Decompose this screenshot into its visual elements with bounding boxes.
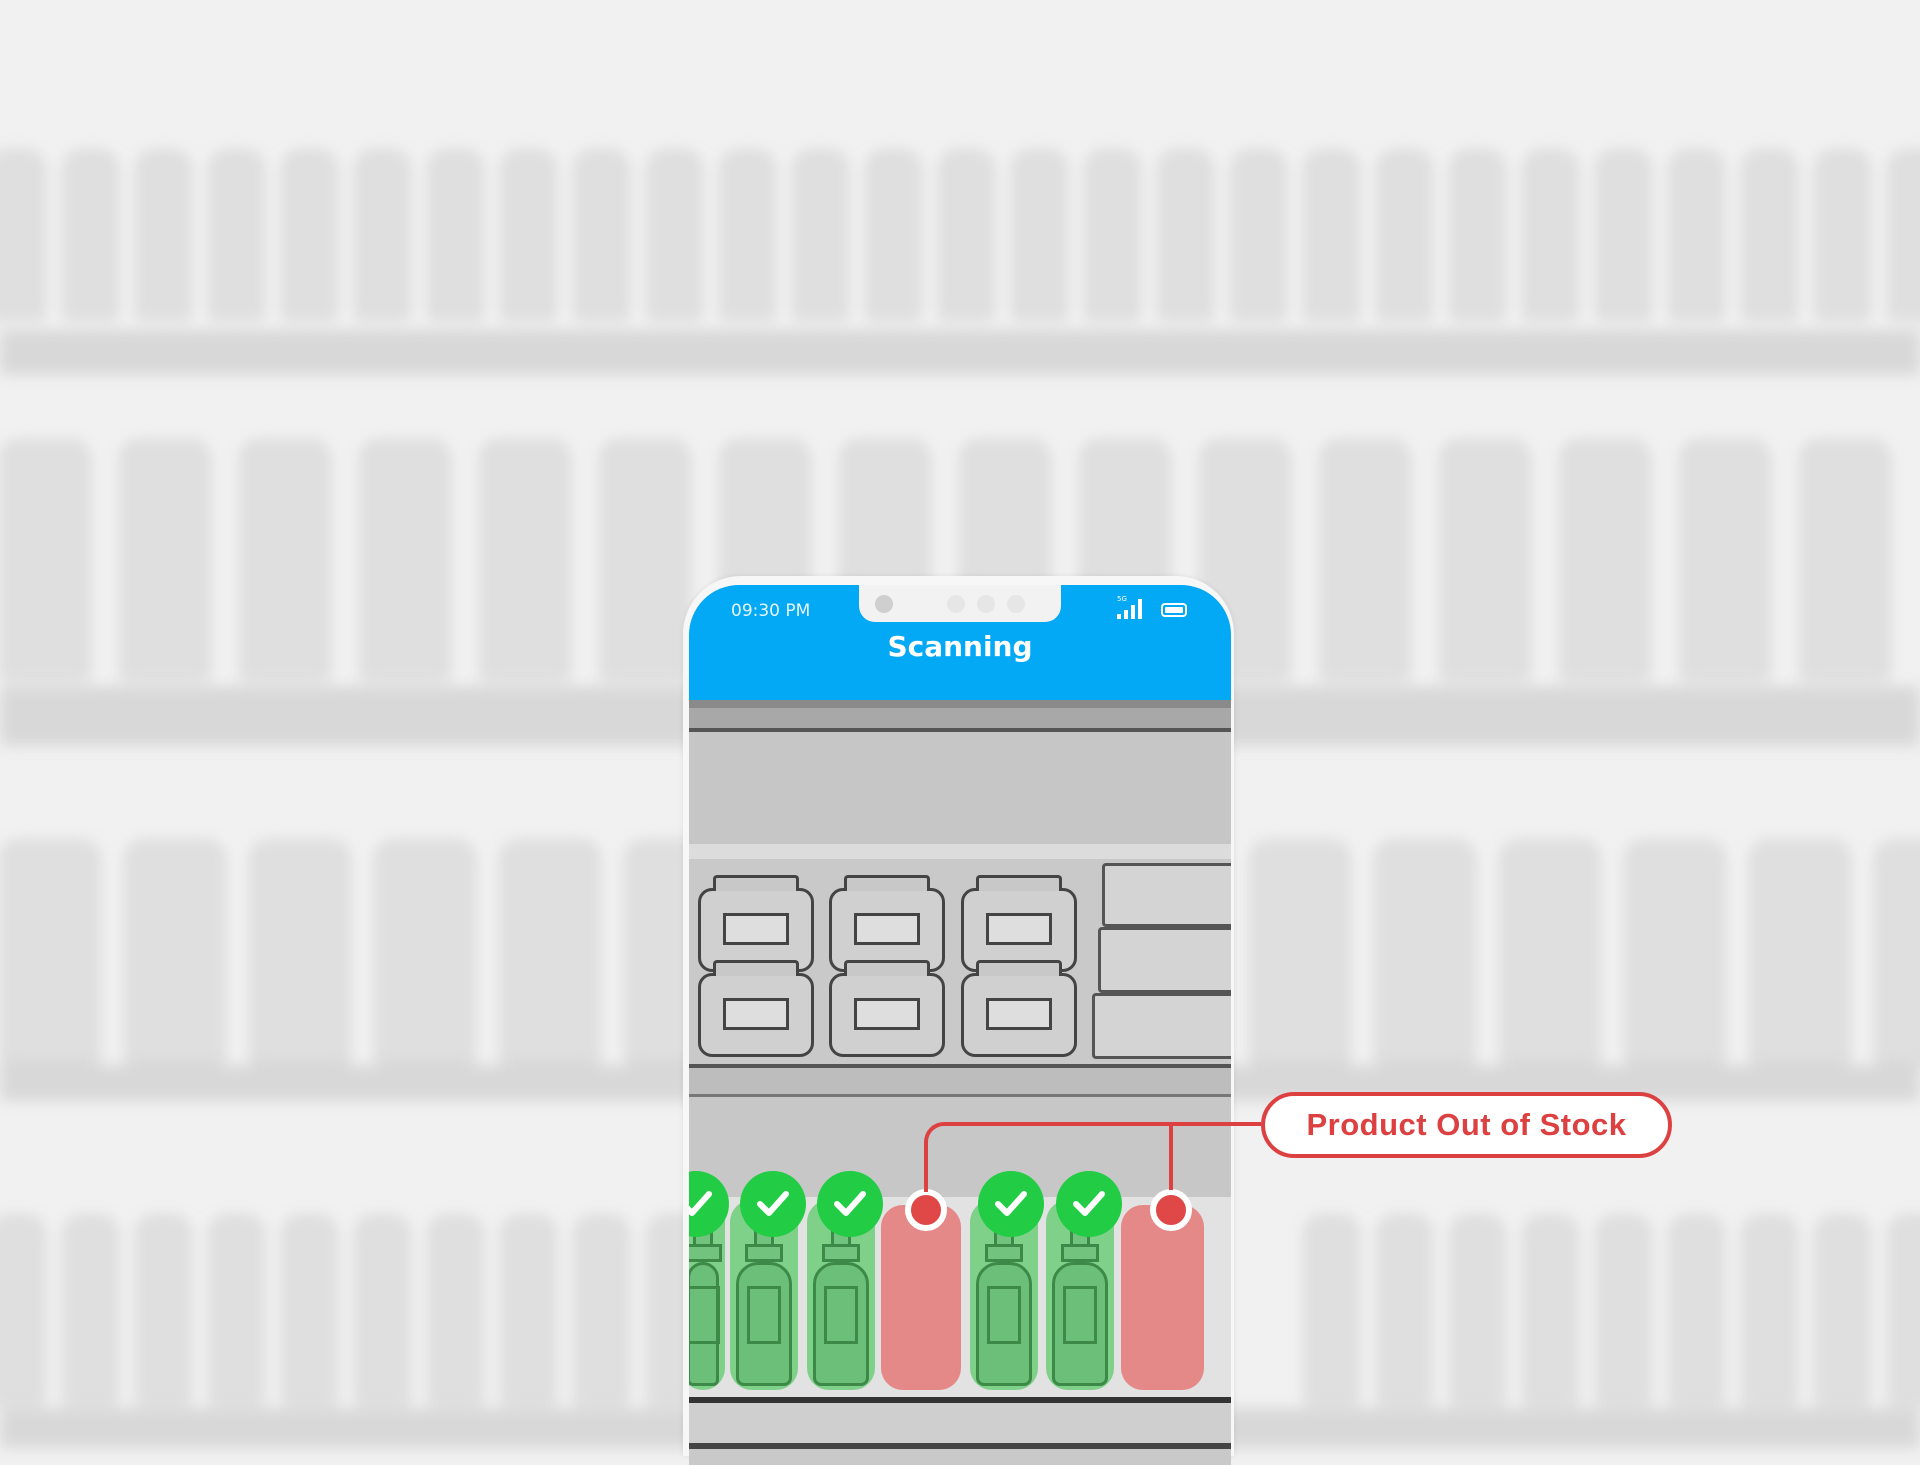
product-box bbox=[1098, 927, 1231, 993]
app-header: 09:30 PM 5G Scanning bbox=[689, 585, 1231, 700]
product-box bbox=[1102, 863, 1231, 927]
phone-mockup: 09:30 PM 5G Scanning bbox=[683, 576, 1234, 1465]
product-jar bbox=[698, 875, 814, 972]
phone-screen: 09:30 PM 5G Scanning bbox=[689, 585, 1231, 1465]
out-of-stock-marker-icon bbox=[905, 1189, 947, 1231]
camera-view bbox=[689, 700, 1231, 1465]
callout-connector-line bbox=[1169, 1122, 1173, 1190]
product-box bbox=[1092, 993, 1231, 1059]
network-label: 5G bbox=[1117, 595, 1127, 603]
product-jar bbox=[829, 960, 945, 1057]
camera-icon bbox=[875, 595, 893, 613]
battery-full-icon bbox=[1161, 603, 1187, 617]
checkmark-icon bbox=[740, 1171, 806, 1237]
checkmark-icon bbox=[1056, 1171, 1122, 1237]
product-jar bbox=[829, 875, 945, 972]
status-time: 09:30 PM bbox=[731, 601, 811, 621]
checkmark-icon bbox=[817, 1171, 883, 1237]
sensor-icon bbox=[977, 595, 995, 613]
callout-connector-line bbox=[924, 1142, 928, 1192]
out-of-stock-callout: Product Out of Stock bbox=[1261, 1092, 1672, 1158]
product-jar bbox=[961, 875, 1077, 972]
out-of-stock-marker-icon bbox=[1150, 1189, 1192, 1231]
product-jar bbox=[961, 960, 1077, 1057]
sensor-icon bbox=[1007, 595, 1025, 613]
bottle-out-of-stock bbox=[1121, 1205, 1204, 1390]
signal-bars-icon: 5G bbox=[1117, 595, 1147, 619]
callout-connector-line bbox=[924, 1122, 946, 1144]
bottle-out-of-stock bbox=[881, 1205, 961, 1390]
callout-connector-line bbox=[944, 1122, 1261, 1126]
checkmark-icon bbox=[978, 1171, 1044, 1237]
product-jar bbox=[698, 960, 814, 1057]
sensor-icon bbox=[947, 595, 965, 613]
phone-notch bbox=[859, 585, 1061, 622]
page-title: Scanning bbox=[887, 630, 1033, 663]
